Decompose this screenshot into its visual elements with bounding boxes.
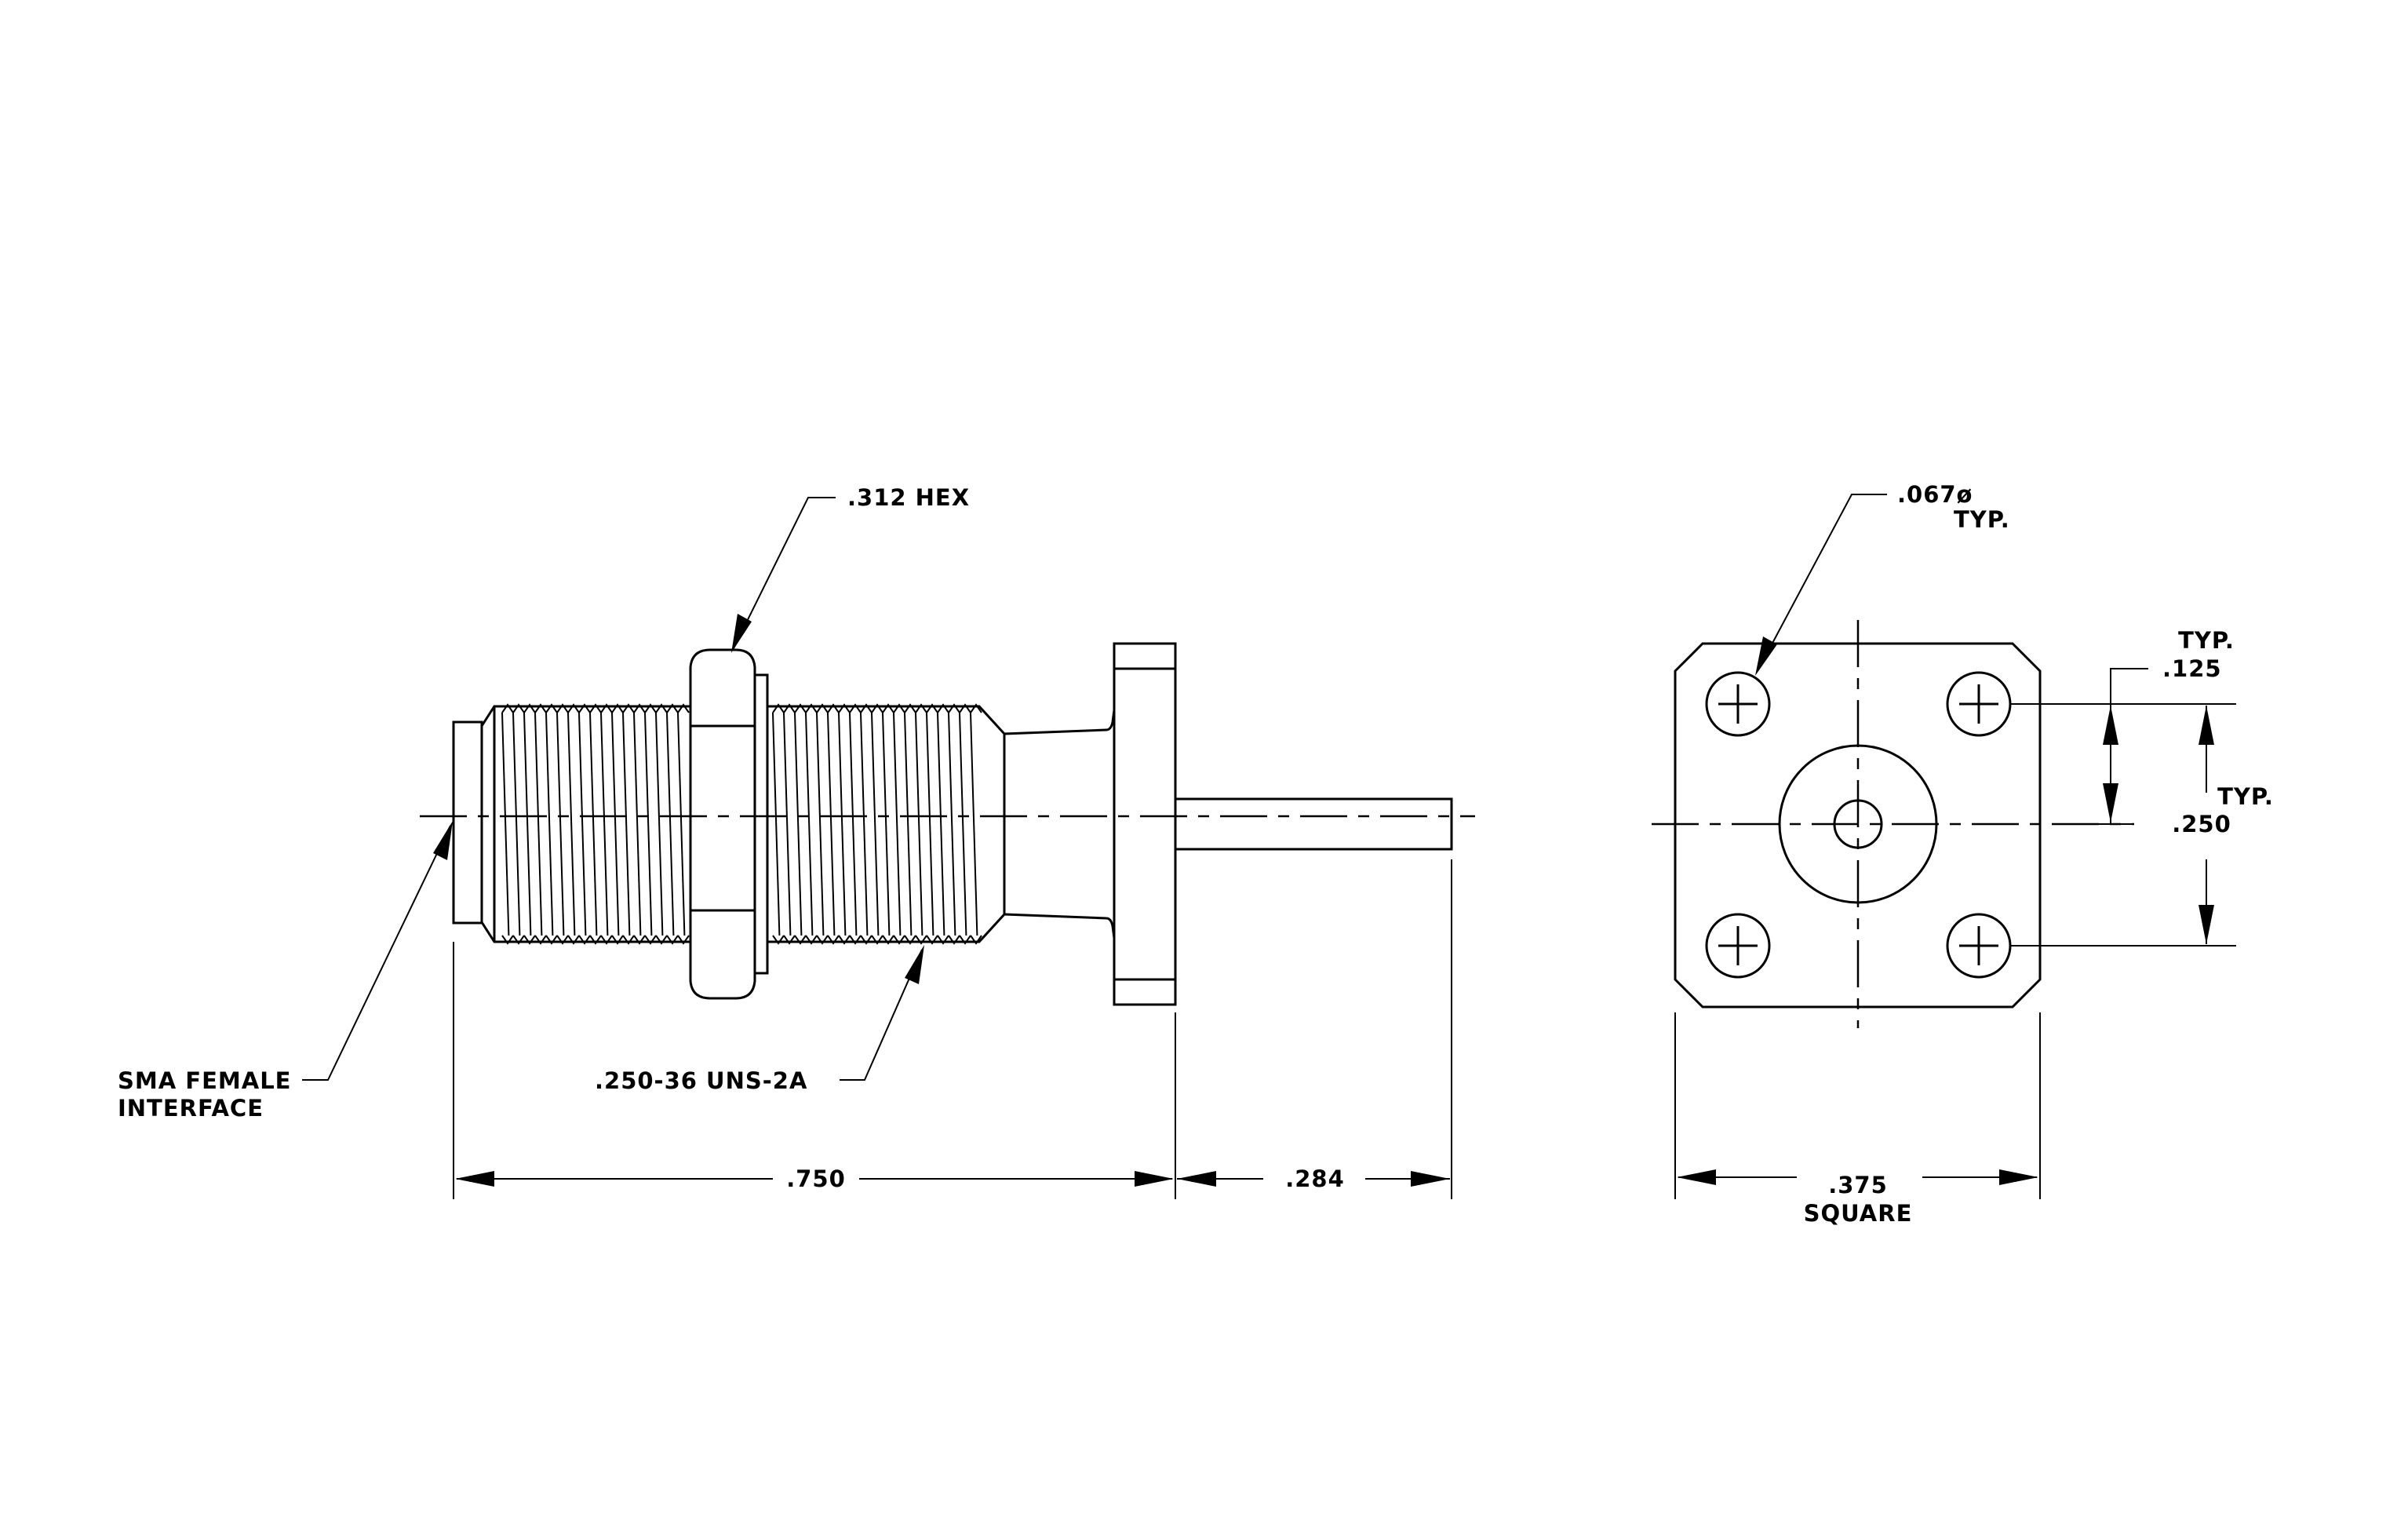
hole-typ-callout: TYP. xyxy=(1954,506,2010,533)
end-view xyxy=(1652,620,2134,1028)
center-pin xyxy=(1175,797,1453,851)
front-thread xyxy=(480,703,692,945)
interface-lip xyxy=(452,720,483,925)
flange-side xyxy=(1113,642,1177,1006)
mounting-hole-br xyxy=(1946,913,2012,979)
hole-spacing-typ: TYP. xyxy=(2217,783,2274,810)
hole-offset-typ: TYP. xyxy=(2178,627,2235,654)
flange-size-note: SQUARE xyxy=(1804,1200,1913,1227)
square-flange xyxy=(1674,642,2042,1009)
side-dimensions: .750 .284 xyxy=(453,859,1452,1199)
side-view xyxy=(420,642,1475,1006)
hole-dia-callout: .067ø xyxy=(1897,481,1973,508)
pin-circle xyxy=(1833,799,1883,849)
neck xyxy=(1003,709,1116,939)
thread-callout: .250-36 UNS-2A xyxy=(595,1067,807,1094)
rear-thread xyxy=(766,703,1006,945)
mounting-hole-tr xyxy=(1946,671,2012,737)
end-dimensions: .375 SQUARE TYP. .125 TYP. .250 xyxy=(1674,627,2274,1227)
hole-offset-dim: .125 xyxy=(2162,655,2222,682)
end-leaders: .067ø TYP. xyxy=(1755,481,2010,676)
dielectric-circle xyxy=(1778,744,1938,904)
side-leaders: .312 HEX SMA FEMALE INTERFACE .250-36 UN… xyxy=(118,484,970,1122)
flange-size-dim: .375 xyxy=(1828,1172,1888,1198)
interface-callout-line1: SMA FEMALE xyxy=(118,1067,292,1094)
hex-callout: .312 HEX xyxy=(847,484,970,511)
hex-nut xyxy=(689,648,769,1000)
body-length-dim: .750 xyxy=(786,1165,846,1192)
pin-length-dim: .284 xyxy=(1285,1165,1345,1192)
hole-spacing-dim: .250 xyxy=(2172,811,2231,837)
mounting-hole-bl xyxy=(1705,913,1771,979)
interface-callout-line2: INTERFACE xyxy=(118,1095,264,1122)
mounting-hole-tl xyxy=(1705,671,1771,737)
